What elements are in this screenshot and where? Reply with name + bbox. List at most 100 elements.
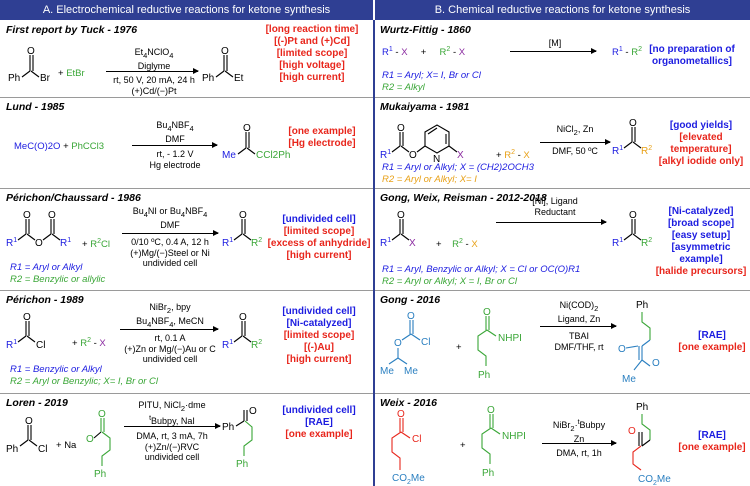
svg-text:O: O [483, 307, 491, 318]
svg-text:O: O [239, 312, 247, 323]
note-r1: R1 = Benzylic or Alkyl [10, 364, 102, 375]
ketone-product-structure: R1 O R2 [612, 210, 652, 249]
row-divider [375, 290, 750, 291]
svg-text:Br: Br [40, 73, 51, 84]
svg-text:Ph: Ph [478, 370, 490, 381]
svg-text:Ph: Ph [6, 444, 18, 455]
reaction-arrow [132, 142, 218, 148]
svg-text:O: O [618, 344, 626, 355]
svg-text:R2: R2 [641, 145, 652, 157]
note-r1: R1 = Aryl or Alkyl [10, 262, 83, 273]
propiophenone-structure: Ph O Et [202, 46, 244, 84]
svg-text:Me: Me [380, 366, 394, 377]
reagent-na: Na [64, 440, 77, 451]
svg-text:Ph: Ph [482, 468, 494, 479]
svg-text:O: O [397, 210, 405, 221]
entry-title: Périchon - 1989 [6, 294, 84, 306]
isopropyl-chloroformate-structure: O Cl O Me Me [380, 311, 430, 377]
svg-text:Ph: Ph [222, 422, 234, 433]
svg-text:O: O [407, 311, 415, 322]
anhydride-structure: R1 O O O R1 [6, 210, 71, 249]
nhpi-ester-structure: O NHPI Ph [481, 405, 526, 479]
svg-text:O: O [487, 405, 495, 416]
tag-list: [undivided cell] [limited scope][excess … [267, 214, 371, 261]
svg-text:CO2Me: CO2Me [638, 474, 671, 486]
reaction-arrow [106, 68, 199, 74]
note-r2: R2 = Aryl or Alkyl; X= I [382, 174, 477, 185]
row-divider [0, 188, 373, 189]
entry-title: First report by Tuck - 1976 [6, 24, 138, 36]
note-r1: R1 = Aryl; X= I, Br or Cl [382, 70, 481, 81]
conditions-bottom: DMF, 50 ºC [552, 146, 598, 156]
tag-list: [undivided cell][RAE] [one example] [282, 405, 356, 440]
product-structure: Me O CCl2Ph [222, 123, 290, 161]
svg-text:O: O [652, 358, 660, 369]
entry-title: Weix - 2016 [380, 397, 438, 409]
svg-text:Me: Me [622, 374, 636, 385]
entry-title: Gong, Weix, Reisman - 2012-2018 [380, 192, 547, 204]
row-divider [375, 188, 750, 189]
svg-text:O: O [23, 312, 31, 323]
entry-title: Mukaiyama - 1981 [380, 101, 470, 113]
reaction-arrow [510, 48, 597, 54]
svg-text:Et: Et [234, 73, 244, 84]
entry-title: Wurtz-Fittig - 1860 [380, 24, 471, 36]
reactant-r2x: R2 [439, 46, 451, 59]
header-left: A. Electrochemical reductive reactions f… [0, 0, 373, 20]
svg-text:R1: R1 [222, 339, 233, 351]
note-r2: R2 = Alkyl [382, 82, 425, 93]
acyl-x-structure: R1 O X [380, 210, 416, 249]
note-r1: R1 = Aryl, Benzylic or Alkyl; X = Cl or … [382, 264, 581, 275]
svg-text:O: O [35, 238, 43, 249]
conditions-top: [M] [548, 38, 562, 48]
carboxylate-structure: O O Ph [86, 409, 111, 480]
svg-text:O: O [23, 210, 31, 221]
column-divider [373, 20, 375, 486]
reaction-arrow [120, 326, 219, 332]
conditions-bottom: DMA, rt, 1h [556, 448, 602, 458]
product-r1r2: R1 - R2 [612, 46, 643, 59]
tag-list: [RAE] [one example] [678, 430, 746, 453]
header-right: B. Chemical reductive reactions for keto… [375, 0, 750, 20]
pyridyl-ester-structure: R1 O O N X [380, 123, 464, 165]
svg-text:R1: R1 [612, 145, 623, 157]
svg-text:NHPI: NHPI [498, 333, 522, 344]
note-r1: R1 = Aryl or Alkyl; X = (CH2)2OCH3 [382, 162, 534, 173]
svg-text:R1: R1 [380, 237, 391, 249]
note-r2: R2 = Benzylic or allylic [10, 274, 106, 285]
svg-text:N: N [433, 154, 440, 165]
entry-title: Loren - 2019 [6, 397, 68, 409]
svg-text:O: O [221, 46, 229, 57]
conditions-bottom: 0/10 ºC, 0.4 A, 12 h(+)Mg/(−)Steel or Ni… [130, 237, 210, 268]
svg-text:R1: R1 [6, 339, 17, 351]
reaction-arrow [496, 219, 607, 225]
reagent-r2cl: R2Cl [90, 238, 110, 251]
row-divider [0, 290, 373, 291]
entry-title: Lund - 1985 [6, 101, 65, 113]
svg-text:Cl: Cl [38, 444, 47, 455]
svg-text:O: O [397, 123, 405, 134]
svg-text:R1: R1 [60, 237, 71, 249]
svg-text:R2: R2 [251, 237, 262, 249]
svg-text:CCl2Ph: CCl2Ph [256, 150, 290, 161]
reaction-arrow [124, 423, 221, 429]
reactant-phccl3: PhCCl3 [71, 141, 105, 152]
ketone-product-structure: R1 O R2 [222, 210, 262, 249]
row-divider [0, 393, 373, 394]
row-divider [375, 97, 750, 98]
reagent-etbr: EtBr [66, 68, 85, 79]
reaction-arrow [542, 440, 617, 446]
svg-text:CO2Me: CO2Me [392, 473, 425, 486]
acid-chloride-ester-structure: O Cl CO2Me [391, 409, 425, 486]
svg-text:R1: R1 [222, 237, 233, 249]
svg-text:Cl: Cl [412, 434, 421, 445]
nhpi-ester-structure: O NHPI Ph [477, 307, 522, 381]
